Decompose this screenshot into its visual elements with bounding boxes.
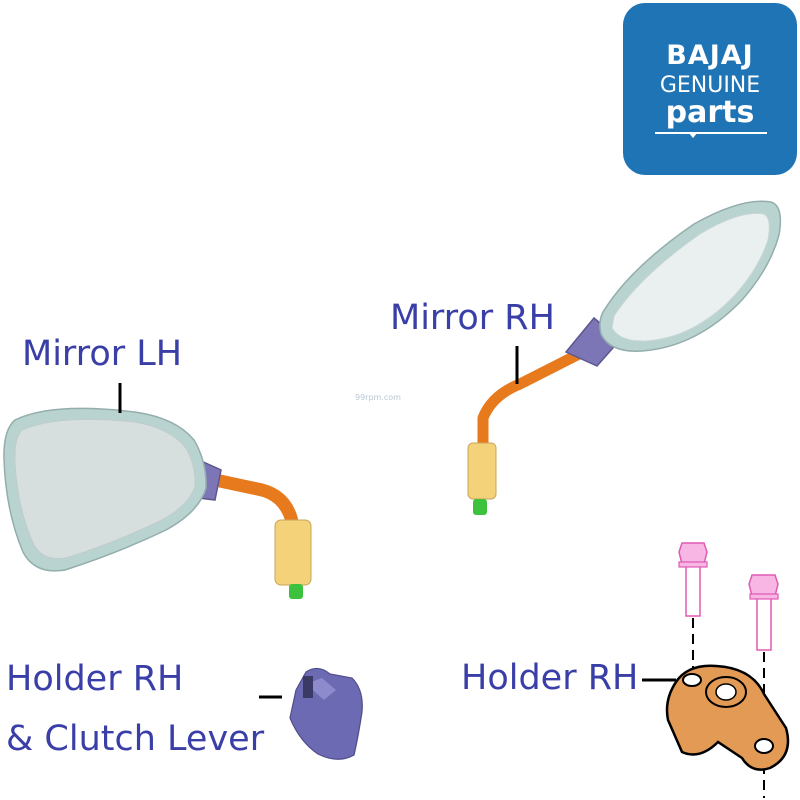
mirror-lh-stem xyxy=(199,471,300,533)
logo-underline xyxy=(655,132,767,134)
mirror-lh-sleeve xyxy=(274,519,312,586)
bolt-1-head xyxy=(678,542,708,565)
label-holder-rh-clutch-line1: Holder RH xyxy=(6,659,184,699)
label-mirror-rh: Mirror RH xyxy=(390,298,555,338)
clutch-holder-highlight xyxy=(306,678,336,700)
logo-parts: parts xyxy=(665,95,755,130)
mirror-lh-glass xyxy=(14,418,196,560)
mirror-lh-tip xyxy=(289,584,303,599)
mirror-rh-sleeve xyxy=(467,442,497,500)
label-holder-rh-clutch-line2: & Clutch Lever xyxy=(6,719,265,759)
watermark: 99rpm.com xyxy=(355,393,401,402)
holder-rh-part xyxy=(665,542,790,798)
mirror-rh-glass xyxy=(611,212,770,342)
logo-genuine: GENUINE xyxy=(659,73,761,98)
label-holder-rh: Holder RH xyxy=(461,658,639,698)
mirror-rh-tip xyxy=(473,499,487,515)
holder-rh-hole-1 xyxy=(682,673,702,687)
holder-rh-bore-inner xyxy=(715,683,737,701)
bolt-1-shank xyxy=(685,565,701,617)
clutch-holder-bracket xyxy=(303,676,313,698)
label-mirror-lh: Mirror LH xyxy=(22,334,183,374)
mirror-lh-part xyxy=(3,407,312,599)
bajaj-genuine-parts-logo: BAJAJ GENUINE parts xyxy=(623,3,797,175)
mirror-rh-part xyxy=(467,200,782,515)
mirror-rh-stem xyxy=(477,346,589,458)
bolt-2-head xyxy=(748,574,779,597)
clutch-holder-part xyxy=(289,667,363,760)
holder-rh-hole-2 xyxy=(754,738,774,754)
bolt-2-washer xyxy=(749,593,779,600)
bolt-2-shank xyxy=(756,597,772,651)
logo-brand: BAJAJ xyxy=(666,40,754,71)
logo-underline-notch xyxy=(688,132,698,138)
bolt-1-washer xyxy=(678,561,708,568)
